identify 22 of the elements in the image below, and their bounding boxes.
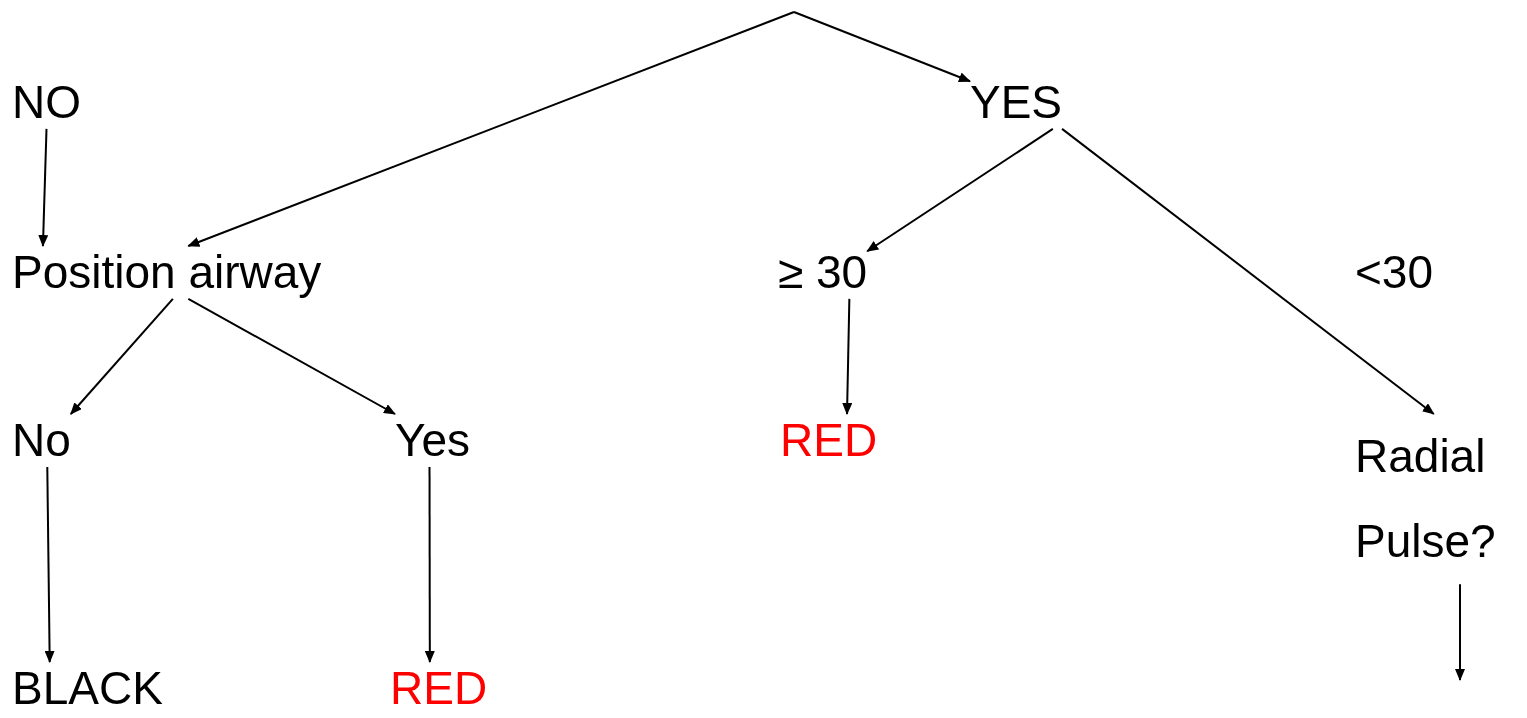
- arrow: [424, 465, 435, 663]
- arrow: [1455, 583, 1465, 681]
- decision-text: Position airway: [12, 246, 322, 299]
- decision-text: NO: [12, 76, 81, 129]
- arrow: [187, 11, 795, 247]
- branch-label: <30: [1355, 246, 1434, 299]
- arrow: [842, 297, 853, 415]
- arrow: [866, 127, 1054, 253]
- arrow: [69, 297, 174, 415]
- arrow: [44, 465, 55, 663]
- arrow: [187, 297, 396, 415]
- decision-text: YES: [970, 76, 1063, 129]
- arrow: [793, 11, 971, 83]
- decision-text: Yes: [395, 414, 471, 467]
- decision-text: RED: [390, 662, 488, 715]
- decision-text: No: [12, 414, 71, 467]
- decision-text: RED: [780, 414, 878, 467]
- decision-text: BLACK: [12, 662, 163, 715]
- arrow: [1061, 127, 1435, 415]
- arrow: [38, 127, 49, 247]
- decision-text: ≥ 30: [778, 246, 868, 299]
- decision-text: Radial Pulse?: [1355, 414, 1527, 585]
